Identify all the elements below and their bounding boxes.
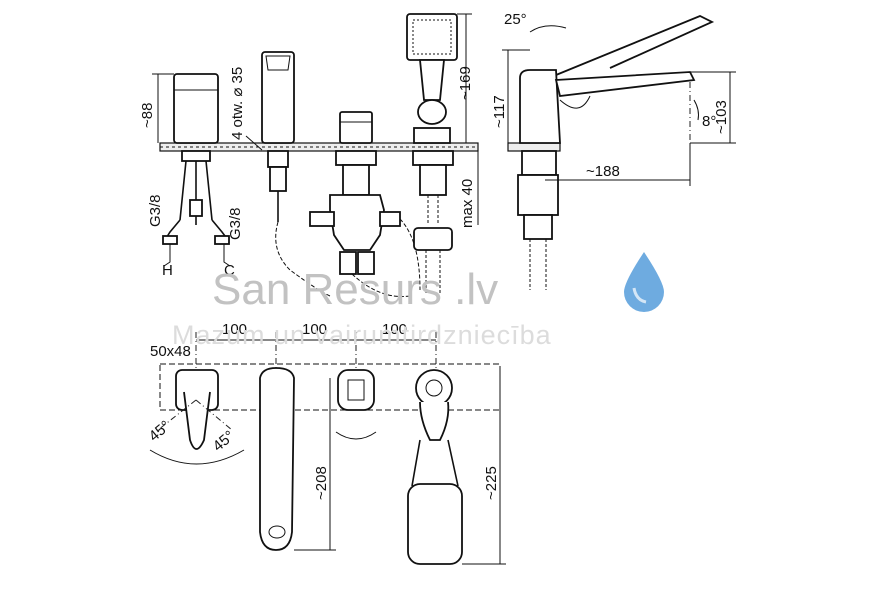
dim-holes: 4 otw. ⌀ 35 [229,67,246,140]
watermark-brand: San Resurs .lv [212,265,498,314]
diverter-top [335,369,377,440]
dim-103: ~103 [713,100,730,134]
dim-spacing-2: 100 [302,321,327,338]
dim-angle-right: 45° [210,427,238,455]
dim-117: ~117 [491,95,508,128]
dim-188: ~188 [586,163,620,180]
dim-max40: max 40 [459,179,476,228]
hand-shower-top [407,369,463,565]
side-view: ~88 G3/8 G3/8 H C 4 otw. ⌀ 35 [139,11,736,298]
water-drop-icon [624,252,664,312]
mixer-handle-top [149,369,245,465]
label-hot: H [162,262,173,279]
spout [261,51,331,297]
side-profile-mixer [507,15,715,290]
dim-spacing-1: 100 [222,321,247,338]
dim-g38-right: G3/8 [227,207,244,240]
watermark-tagline: Mazum un vairumtirdzniecība [172,320,552,350]
spout-top [259,367,295,551]
mixer-handle-1 [162,73,230,245]
dim-angle25: 25° [504,11,527,28]
dim-size: 50x48 [150,343,191,360]
dim-208: ~208 [313,466,330,500]
dim-g38-left: G3/8 [147,194,164,227]
dim-spacing-3: 100 [382,321,407,338]
top-view: 100 100 100 50x48 45° 45° ~208 [146,321,506,565]
label-cold: C [224,262,235,279]
dim-angle-left: 45° [146,417,174,445]
dim-angle8: 8° [702,113,716,130]
watermark: San Resurs .lv Mazum un vairumtirdzniecī… [172,252,664,350]
dim-225: ~225 [483,466,500,500]
diverter [309,111,421,298]
dim-88: ~88 [139,103,156,128]
hand-shower [406,13,458,295]
dim-169: ~169 [457,66,474,100]
